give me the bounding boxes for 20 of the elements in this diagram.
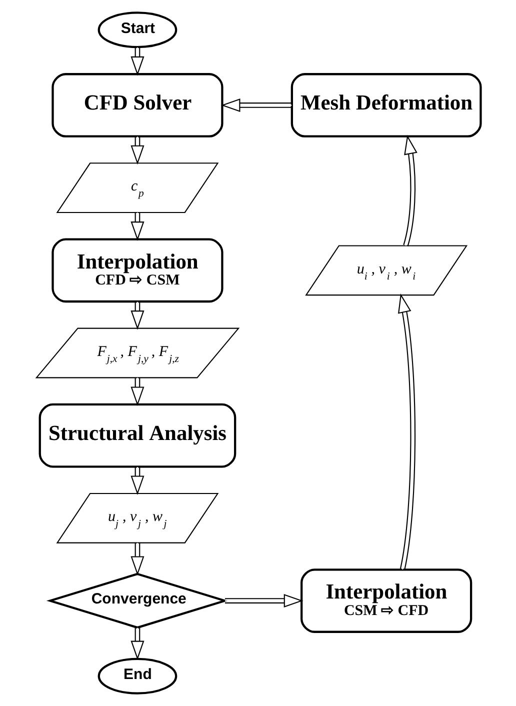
node-box: CFD Solver	[51, 73, 223, 138]
node-ellipse: End	[97, 658, 177, 694]
arrow	[397, 294, 416, 570]
node-box: Interpolation CSM ⇨ CFD	[300, 568, 472, 633]
arrow	[130, 48, 144, 76]
arrow	[130, 542, 144, 576]
arrow	[130, 378, 144, 406]
arrow	[130, 302, 144, 330]
arrow	[130, 136, 144, 165]
node-box: Structural Analysis	[38, 403, 236, 468]
node-box: Interpolation CFD ⇨ CSM	[51, 238, 223, 303]
arrow	[130, 628, 144, 660]
arrow	[130, 212, 144, 241]
arrow	[402, 134, 417, 246]
node-diamond: Convergence	[46, 572, 228, 629]
node-box: Mesh Deformation	[290, 73, 482, 138]
arrow	[130, 467, 144, 496]
arrow	[224, 594, 303, 608]
arrow	[220, 98, 292, 112]
node-ellipse: Start	[97, 12, 177, 48]
